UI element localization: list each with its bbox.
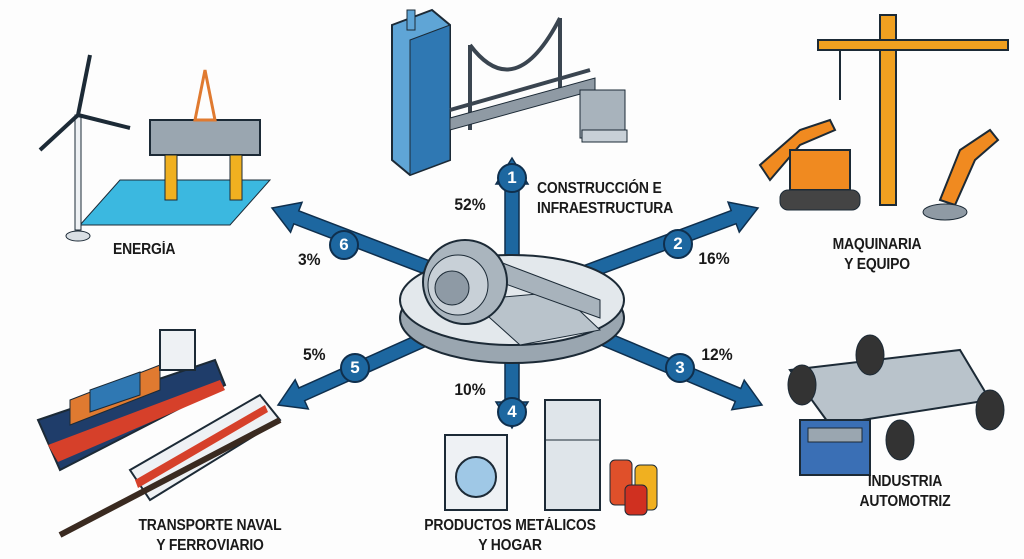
ship-train-icon	[36, 329, 282, 538]
car-chassis-icon	[787, 334, 1005, 476]
label-line: Y HOGAR	[478, 537, 542, 554]
sector-3-percent: 12%	[701, 345, 733, 364]
sector-5-number-badge: 5	[340, 353, 370, 383]
sector-1-number-badge: 1	[497, 163, 527, 193]
crane-excavator-icon	[758, 14, 1009, 221]
sector-5-label: TRANSPORTE NAVAL Y FERROVIARIO	[129, 516, 291, 556]
sector-1-label: CONSTRUCCIÓN E INFRAESTRUCTURA	[537, 179, 673, 219]
label-line: TRANSPORTE NAVAL	[138, 517, 282, 534]
sector-6-label: ENERGÍA	[113, 240, 175, 260]
label-line: ENERGÍA	[113, 241, 176, 258]
label-line: Y FERROVIARIO	[156, 537, 264, 554]
sector-1-percent: 52%	[454, 195, 486, 214]
skyscraper-bridge-icon	[391, 8, 628, 177]
sector-6-percent: 3%	[297, 250, 321, 269]
label-line: CONSTRUCCIÓN E	[537, 180, 662, 197]
sector-5-percent: 5%	[302, 345, 326, 364]
sector-2-label: MAQUINARIA Y EQUIPO	[828, 235, 927, 275]
sector-3-number-badge: 3	[665, 353, 695, 383]
sector-4-number-badge: 4	[497, 397, 527, 427]
label-line: Y EQUIPO	[844, 256, 910, 273]
sector-4-label: PRODUCTOS METÁLICOS Y HOGAR	[420, 516, 600, 556]
sector-2-number-badge: 2	[663, 229, 693, 259]
label-line: INFRAESTRUCTURA	[537, 200, 674, 217]
appliances-icon	[444, 399, 658, 516]
sector-2-percent: 16%	[698, 249, 730, 268]
label-line: AUTOMOTRIZ	[859, 493, 951, 510]
label-line: MAQUINARIA	[832, 236, 922, 253]
wind-oil-rig-icon	[38, 54, 272, 242]
sector-6-number-badge: 6	[329, 230, 359, 260]
label-line: PRODUCTOS METÁLICOS	[424, 517, 596, 534]
steel-coil-platform-icon	[399, 239, 625, 364]
label-line: INDUSTRIA	[867, 473, 943, 490]
sector-4-percent: 10%	[454, 380, 486, 399]
sector-3-label: INDUSTRIA AUTOMOTRIZ	[856, 472, 955, 512]
